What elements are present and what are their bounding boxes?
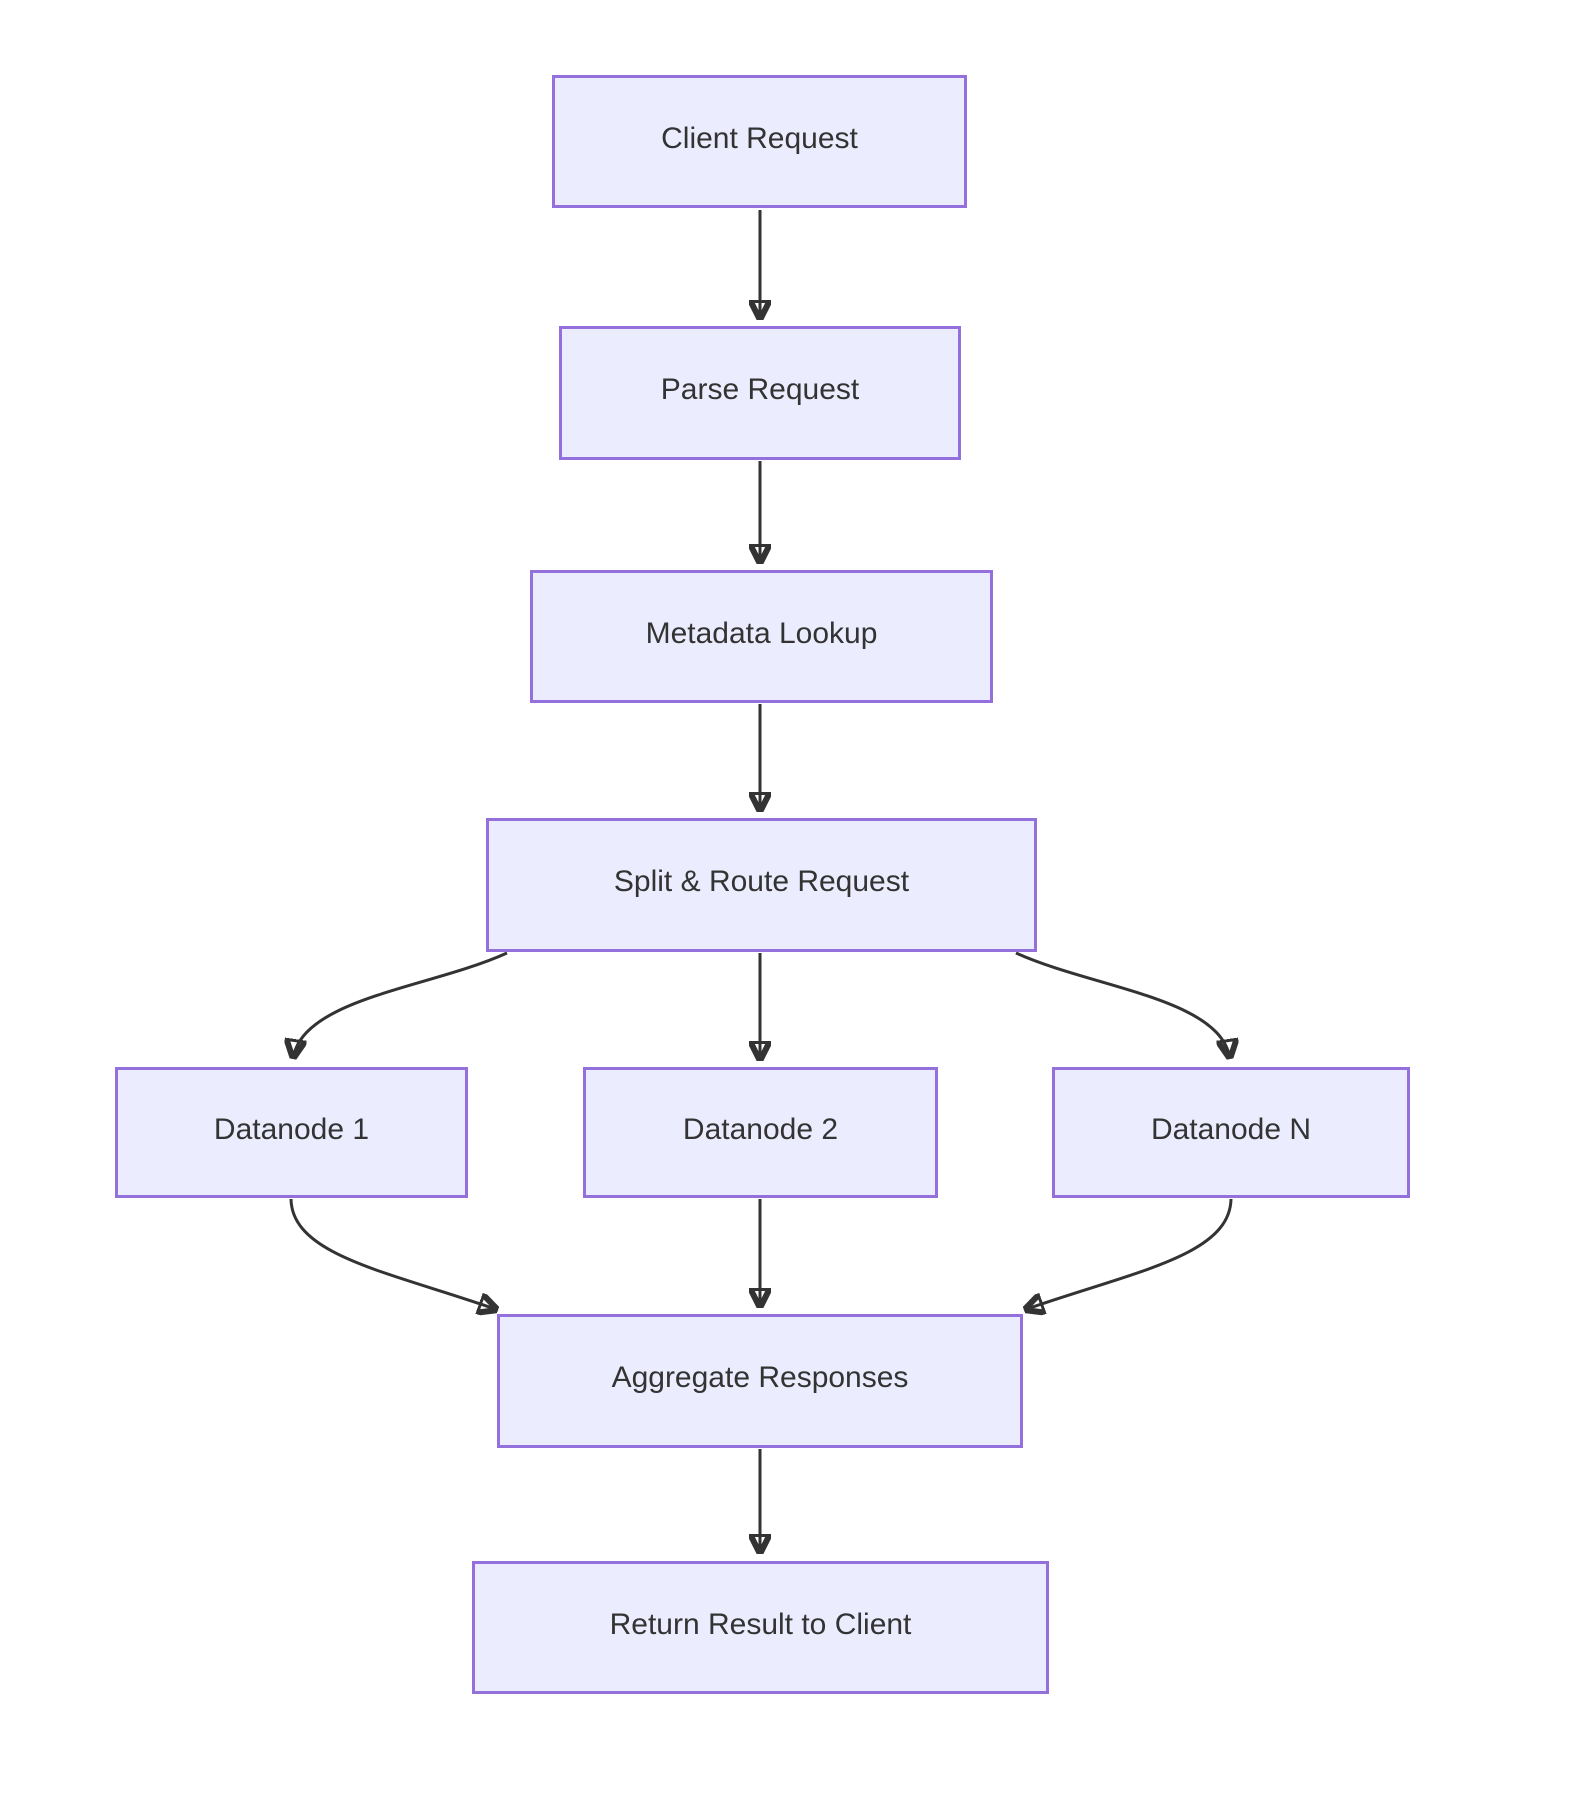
node-datanode-1-label: Datanode 1: [213, 1112, 370, 1146]
node-return-result-to-client-label: Return Result to Client: [609, 1607, 912, 1641]
node-datanode-n: Datanode N: [1052, 1067, 1410, 1198]
node-client-request: Client Request: [552, 75, 967, 208]
node-datanode-n-label: Datanode N: [1150, 1112, 1312, 1146]
node-datanode-2: Datanode 2: [583, 1067, 938, 1198]
node-split-route-request-label: Split & Route Request: [613, 865, 910, 898]
node-split-route-request: Split & Route Request: [486, 818, 1037, 952]
node-parse-request: Parse Request: [559, 326, 961, 460]
edge-datanodeN-to-aggregate: [1024, 1198, 1233, 1310]
node-datanode-1: Datanode 1: [115, 1067, 468, 1198]
edge-split-to-datanode1: [293, 951, 508, 1059]
edge-datanode1-to-aggregate: [289, 1198, 498, 1310]
node-metadata-lookup-label: Metadata Lookup: [645, 616, 878, 650]
edge-split-to-datanodeN: [1015, 951, 1230, 1059]
node-return-result-to-client: Return Result to Client: [472, 1561, 1049, 1694]
node-parse-request-label: Parse Request: [660, 373, 860, 406]
node-aggregate-responses: Aggregate Responses: [497, 1314, 1023, 1448]
node-aggregate-responses-label: Aggregate Responses: [611, 1361, 909, 1394]
node-datanode-2-label: Datanode 2: [682, 1112, 839, 1146]
node-client-request-label: Client Request: [661, 121, 858, 155]
node-metadata-lookup: Metadata Lookup: [530, 570, 993, 703]
